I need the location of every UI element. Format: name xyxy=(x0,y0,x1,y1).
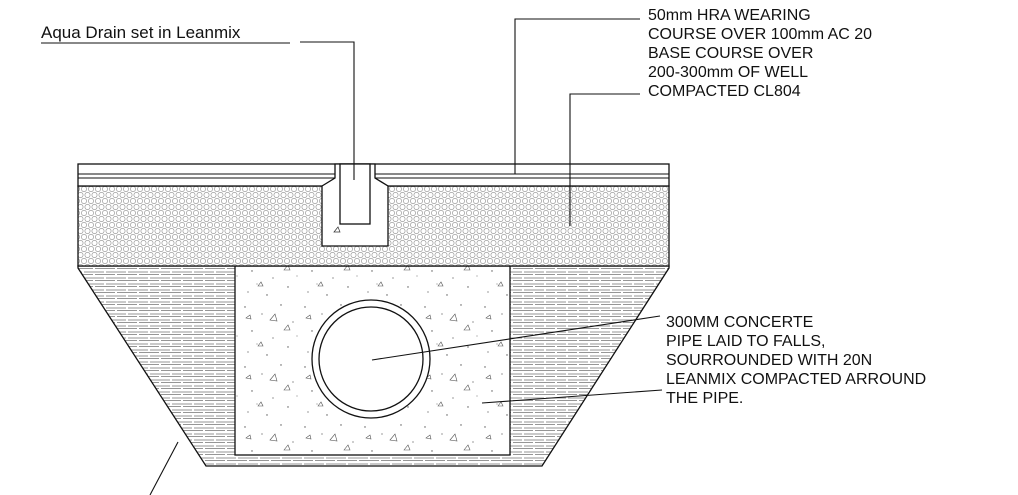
drain-leanmix-speckle xyxy=(333,226,341,233)
label-pavement-line-3: BASE COURSE OVER xyxy=(648,45,813,62)
leader-pipe xyxy=(371,315,661,361)
label-aqua-drain: Aqua Drain set in Leanmix xyxy=(41,23,241,42)
label-pavement-line-2: COURSE OVER 100mm AC 20 xyxy=(648,26,872,43)
label-pavement-line-1: 50mm HRA WEARING xyxy=(648,7,811,24)
leader-wearing-course xyxy=(514,18,640,174)
aqua-drain-channel xyxy=(339,163,371,225)
label-pipe-line-1: 300MM CONCERTE xyxy=(666,314,813,331)
label-pavement-line-4: 200-300mm OF WELL xyxy=(648,64,808,81)
leader-leanmix xyxy=(481,389,663,404)
leader-aqua-drain xyxy=(300,41,355,180)
leader-compacted-layer xyxy=(569,93,640,226)
label-pavement-line-5: COMPACTED CL804 xyxy=(648,83,801,100)
label-pipe-line-4: LEANMIX COMPACTED ARROUND xyxy=(666,371,926,388)
concrete-pipe-inner xyxy=(318,306,424,412)
leader-backfill xyxy=(149,441,179,495)
label-pipe-line-3: SOURROUNDED WITH 20N xyxy=(666,352,872,369)
label-pipe-line-2: PIPE LAID TO FALLS, xyxy=(666,333,825,350)
label-pipe-line-5: THE PIPE. xyxy=(666,390,743,407)
